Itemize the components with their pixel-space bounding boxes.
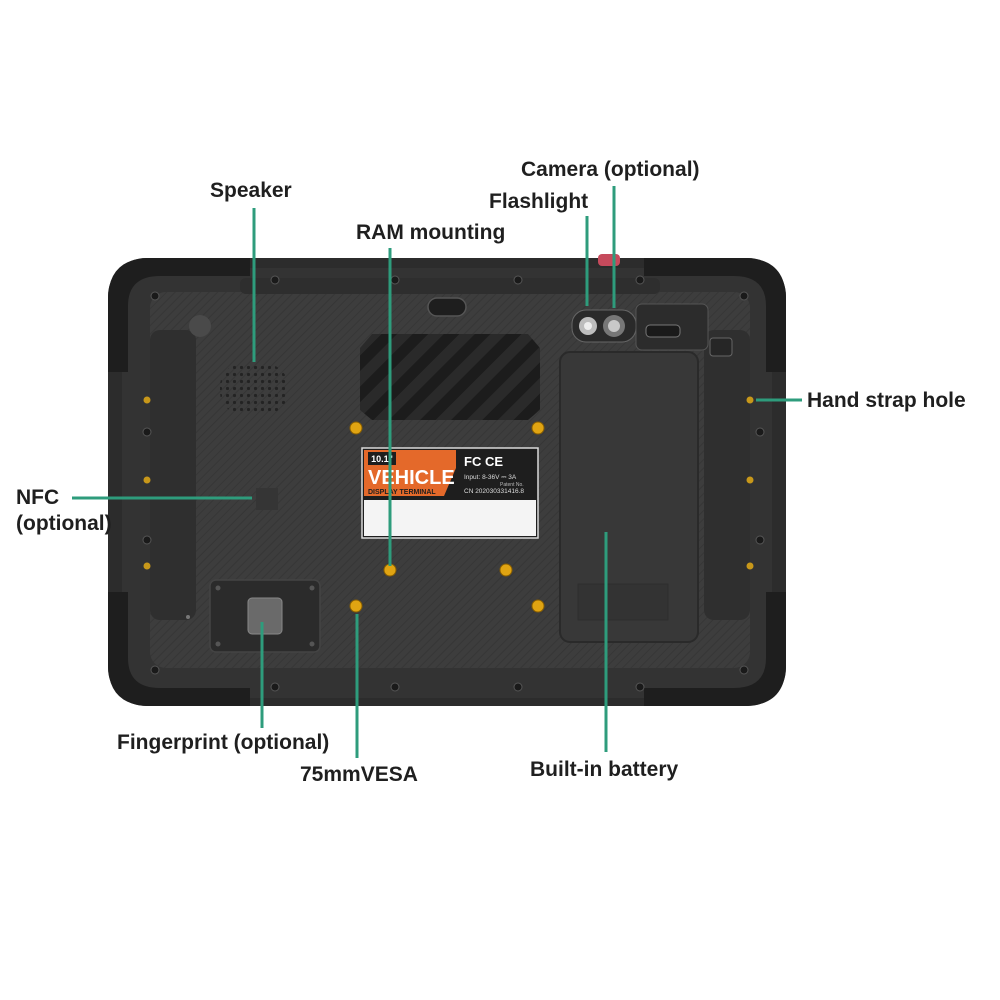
callout-hand-strap-hole: Hand strap hole xyxy=(807,389,966,412)
callout-battery: Built-in battery xyxy=(530,758,679,781)
callout-ram-mounting: RAM mounting xyxy=(356,221,506,244)
card-slot-cover xyxy=(635,303,733,357)
speaker-grille xyxy=(220,364,288,414)
battery-sticker-area xyxy=(577,583,669,621)
frame-screws xyxy=(142,275,765,692)
label-badge: 10.1" xyxy=(371,454,393,464)
label-serial: CN 202030331416.8 xyxy=(464,488,524,495)
sensor-dot xyxy=(189,315,211,337)
vent-grille xyxy=(360,334,540,420)
callout-nfc: NFC xyxy=(16,486,60,509)
label-marks: FC CE xyxy=(464,454,503,469)
top-latch xyxy=(427,297,467,317)
camera-module xyxy=(571,309,637,343)
nfc-area xyxy=(256,488,278,510)
mounting-screws xyxy=(349,421,545,613)
callout-vesa: 75mmVESA xyxy=(300,763,418,786)
mic-hole xyxy=(186,615,190,619)
callout-camera: Camera (optional) xyxy=(521,158,700,181)
label-subtitle: DISPLAY TERMINAL xyxy=(368,489,436,496)
battery-cover xyxy=(559,351,699,643)
side-gold-screws xyxy=(143,396,754,570)
leader-lines xyxy=(72,186,802,758)
label-title: VEHICLE xyxy=(368,467,455,489)
callout-speaker: Speaker xyxy=(210,179,292,202)
power-button xyxy=(598,254,620,266)
callout-nfc-optional: (optional) xyxy=(16,512,112,535)
callout-fingerprint: Fingerprint (optional) xyxy=(117,731,330,754)
label-patent: Patent No. xyxy=(500,482,524,488)
fingerprint-module xyxy=(209,579,321,653)
label-input: Input: 8-36V ⎓ 3A xyxy=(464,474,517,481)
callout-flashlight: Flashlight xyxy=(489,190,589,213)
label-plate: 10.1" VEHICLE DISPLAY TERMINAL FC CE Inp… xyxy=(361,447,539,539)
